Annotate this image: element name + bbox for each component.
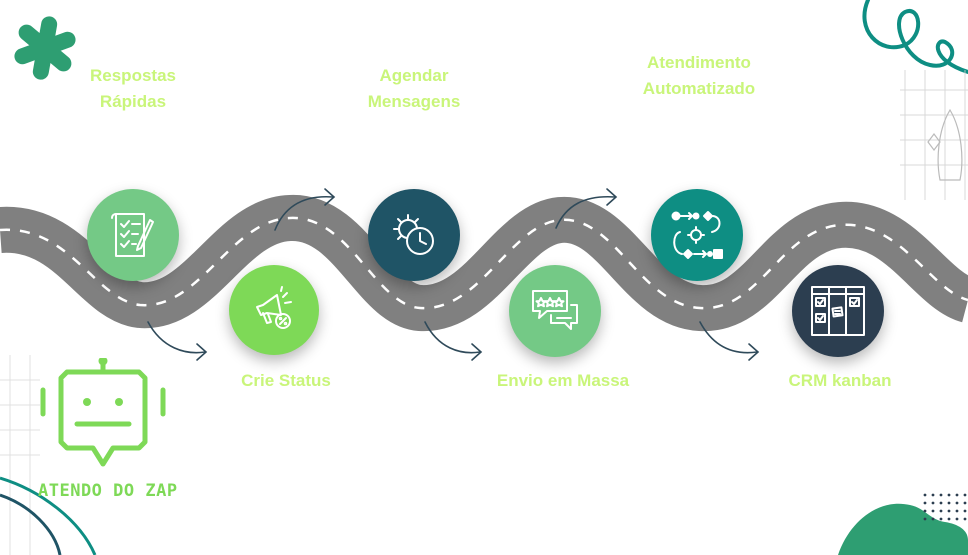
step-label-line: Crie Status [241,371,331,390]
step-circle-agendar-mensagens [368,189,460,281]
blob-decoration-bottom-right [838,503,968,555]
step-circle-atendimento-automatizado [651,189,743,281]
step-label-line: CRM kanban [788,371,892,390]
step-label-line: Agendar [379,66,449,85]
curve-decoration-bottom-left [0,476,97,555]
workflow-icon [671,211,723,259]
step-circle-crie-status [229,265,319,355]
kanban-board-icon [811,286,865,336]
road-arrows [147,188,760,361]
megaphone-icon [256,286,292,329]
swirl-decoration-icon [862,0,968,74]
checklist-icon [111,213,154,257]
step-label-crie-status: Crie Status [186,368,386,394]
step-circle-envio-em-massa [509,265,601,357]
arrow-5 [699,321,758,354]
dots-decoration [923,493,967,521]
step-circle-crm-kanban [792,265,884,357]
arrow-4 [555,195,616,229]
step-label-crm-kanban: CRM kanban [740,368,940,394]
step-label-line: Respostas [90,66,176,85]
arrow-1 [147,321,206,354]
road-dashes [0,216,968,310]
step-label-envio-em-massa: Envio em Massa [463,368,663,394]
step-label-line: Atendimento [647,53,751,72]
arrow-2 [274,195,334,231]
faint-text: Grupo [117,168,151,180]
gear-clock-icon [393,214,434,255]
step-label-line: Rápidas [99,92,167,111]
step-label-line: Mensagens [367,92,461,111]
step-label-atendimento-automatizado: Atendimento Automatizado [599,50,799,102]
step-label-line: Automatizado [642,79,756,98]
sketch-rocket-icon [927,108,963,181]
step-circle-respostas-rapidas [87,189,179,281]
asterisk-decoration-icon [14,16,76,80]
step-label-respostas-rapidas: Respostas Rápidas [33,63,233,115]
faint-text: Grupo dos f... [382,168,454,180]
robot-logo-icon [40,358,166,467]
grid-decoration-left [0,355,40,555]
review-chat-icon [532,290,578,330]
arrow-3 [424,321,481,354]
grid-decoration [900,70,968,200]
brand-name: ATENDO DO ZAP [38,481,178,501]
step-label-agendar-mensagens: Agendar Mensagens [314,63,514,115]
step-label-line: Envio em Massa [496,371,630,390]
